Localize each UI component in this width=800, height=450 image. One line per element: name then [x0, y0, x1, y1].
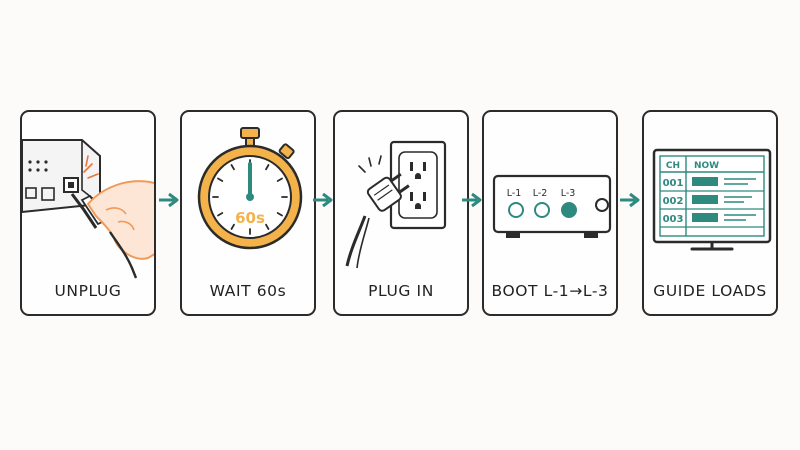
- step-label-unplug: UNPLUG: [54, 282, 122, 300]
- led-l1-icon: [508, 202, 524, 218]
- led-label-l3: L-3: [561, 188, 576, 199]
- timer-text: 60s: [235, 209, 265, 227]
- led-label-l1: L-1: [507, 188, 522, 199]
- guide-channel-001: 001: [663, 178, 684, 189]
- power-button-icon: [595, 198, 609, 212]
- led-l3-icon: [561, 202, 577, 218]
- guide-channel-003: 003: [663, 214, 684, 225]
- step-wait-panel: 60s WAIT 60s: [180, 110, 316, 316]
- set-top-box-icon: L-1 L-2 L-3: [492, 174, 612, 238]
- stopwatch-icon: 60s: [197, 127, 303, 250]
- step-guide-panel: CH NOW 001 002 003 GUIDE LOADS: [642, 110, 778, 316]
- step-label-wait: WAIT 60s: [209, 282, 287, 300]
- step-label-guide: GUIDE LOADS: [653, 282, 767, 300]
- tv-screen-icon: CH NOW 001 002 003: [652, 148, 772, 251]
- step-unplug-panel: UNPLUG: [20, 110, 156, 316]
- step-label-boot: BOOT L-1→L-3: [491, 282, 609, 300]
- power-outlet-icon: [345, 140, 447, 269]
- guide-header-ch: CH: [666, 161, 680, 171]
- guide-channel-002: 002: [663, 196, 684, 207]
- unplug-illustration: [22, 139, 154, 279]
- arrow-right-icon: [620, 192, 640, 208]
- step-boot-panel: L-1 L-2 L-3 BOOT L-1→L-3: [482, 110, 618, 316]
- step-label-plug-in: PLUG IN: [368, 282, 434, 300]
- step-plug-in-panel: PLUG IN: [333, 110, 469, 316]
- led-label-l2: L-2: [533, 188, 548, 199]
- arrow-right-icon: [159, 192, 179, 208]
- arrow-right-icon: [462, 192, 482, 208]
- guide-header-now: NOW: [694, 161, 719, 171]
- led-l2-icon: [534, 202, 550, 218]
- arrow-right-icon: [313, 192, 333, 208]
